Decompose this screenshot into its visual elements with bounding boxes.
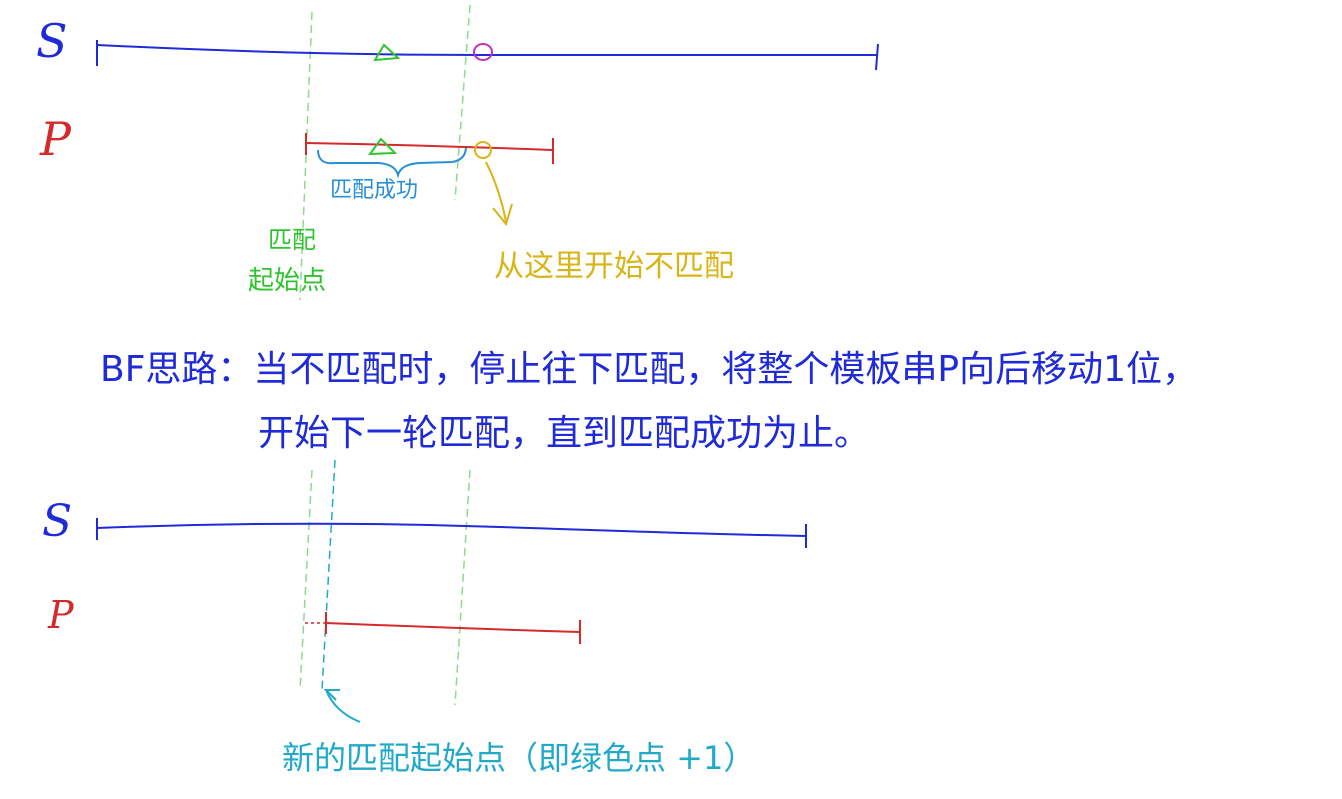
s-label-bottom: S	[42, 496, 73, 547]
s-string-line-bottom	[96, 518, 807, 548]
arrow-down-icon	[485, 161, 513, 227]
match-start-label-line1: 匹配	[268, 226, 316, 254]
p-string-line-bottom	[305, 612, 581, 644]
mismatch-label: 从这里开始不匹配	[494, 249, 734, 284]
match-start-guide	[299, 11, 313, 301]
mismatch-guide	[454, 4, 471, 201]
circle-icon	[474, 141, 492, 159]
circle-icon	[473, 43, 493, 61]
triangle-icon	[367, 137, 398, 156]
new-start-label: 新的匹配起始点（即绿色点 +1）	[282, 739, 756, 777]
match-success-brace	[317, 147, 467, 179]
match-start-label-line2: 起始点	[248, 266, 327, 296]
triangle-icon	[373, 43, 401, 62]
p-string-line-top	[305, 133, 554, 164]
p-label-bottom: P	[48, 593, 74, 637]
match-success-label: 匹配成功	[330, 178, 419, 203]
note-line-1: BF思路：当不匹配时，停止往下匹配，将整个模板串P向后移动1位，	[100, 349, 1199, 390]
s-string-line-top	[96, 40, 879, 71]
match-start-guide	[299, 469, 313, 691]
s-label-top: S	[36, 14, 68, 68]
new-start-guide	[321, 459, 336, 691]
mismatch-guide	[454, 469, 471, 706]
arrow-up-icon	[323, 689, 361, 723]
p-label-top: P	[40, 112, 71, 166]
note-line-2: 开始下一轮匹配，直到匹配成功为止。	[258, 413, 871, 454]
